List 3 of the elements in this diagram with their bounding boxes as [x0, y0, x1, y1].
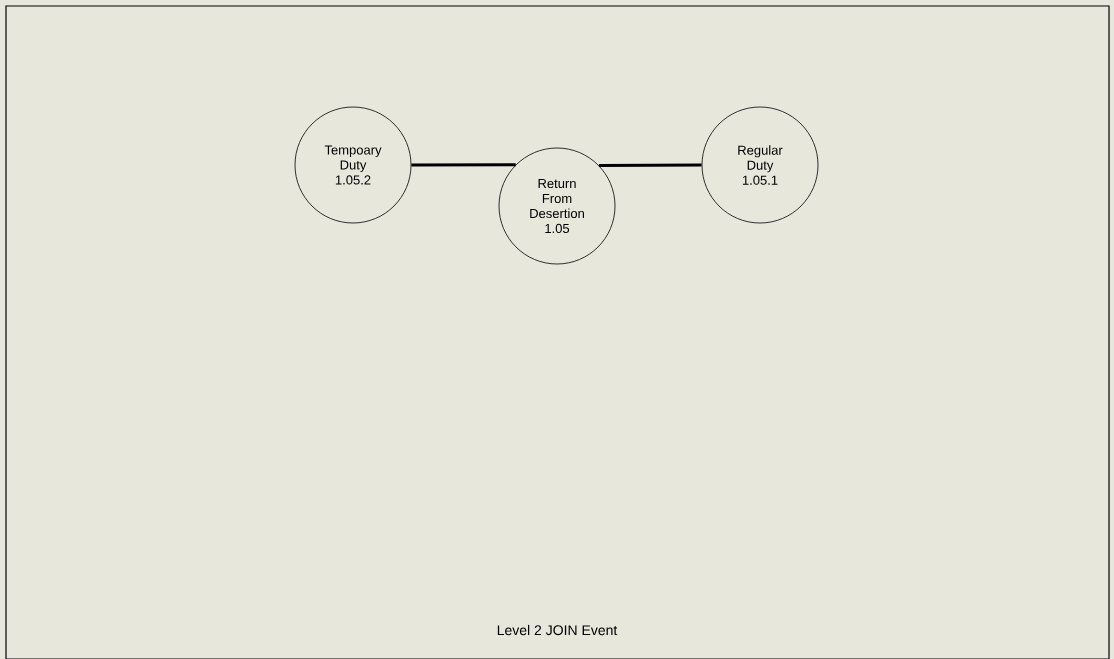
connector-line [599, 163, 702, 167]
caption: Level 2 JOIN Event [497, 624, 618, 636]
connector-line [411, 163, 516, 167]
